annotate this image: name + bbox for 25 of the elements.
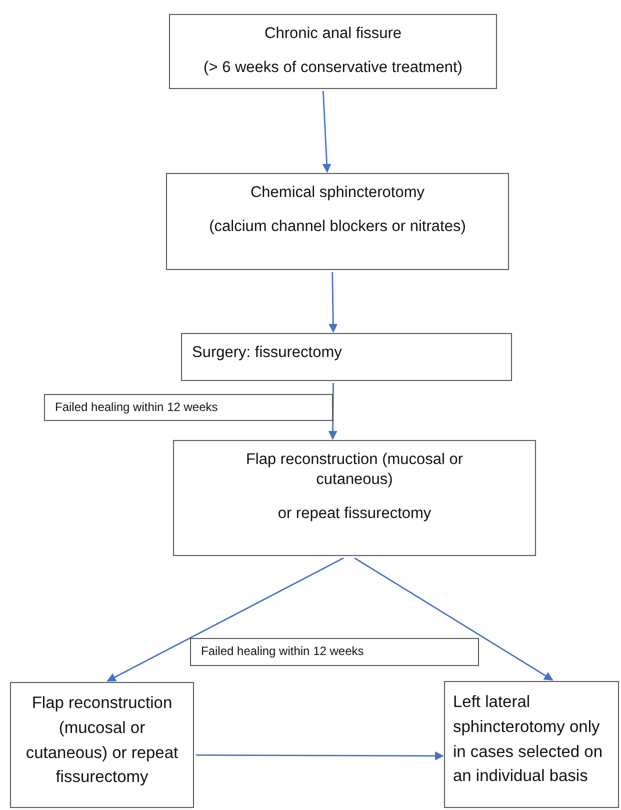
step-text: (> 6 weeks of conservative treatment) <box>204 58 462 78</box>
arrow <box>322 90 332 173</box>
step-text: Surgery: fissurectomy <box>192 343 342 363</box>
process-box <box>173 440 536 556</box>
step-text: Flap reconstruction (mucosal or cutaneous) <box>244 450 464 490</box>
process-box <box>166 173 509 270</box>
arrow <box>354 557 554 681</box>
note-text: Failed healing within 12 weeks <box>201 644 364 660</box>
note-text: Failed healing within 12 weeks <box>55 400 218 416</box>
step-text: Flap reconstruction (mucosal or cutaneous) or repeat fissurectomy <box>24 693 180 788</box>
note-box <box>190 638 479 666</box>
step-text: or repeat fissurectomy <box>278 504 432 524</box>
process-box <box>444 681 619 808</box>
step-text: (calcium channel blockers or nitrates) <box>209 217 466 238</box>
arrow <box>196 751 444 760</box>
step-text: Chemical sphincterotomy <box>250 183 424 203</box>
process-box <box>10 682 194 808</box>
arrow <box>106 557 344 682</box>
process-box <box>169 14 497 89</box>
arrow <box>328 272 338 333</box>
step-text: Left lateral sphincterotomy only in cases selected on an individual basis <box>453 692 604 788</box>
step-text: Chronic anal fissure <box>264 24 402 44</box>
note-box <box>44 394 333 421</box>
arrow <box>328 383 338 440</box>
process-box <box>181 333 512 381</box>
